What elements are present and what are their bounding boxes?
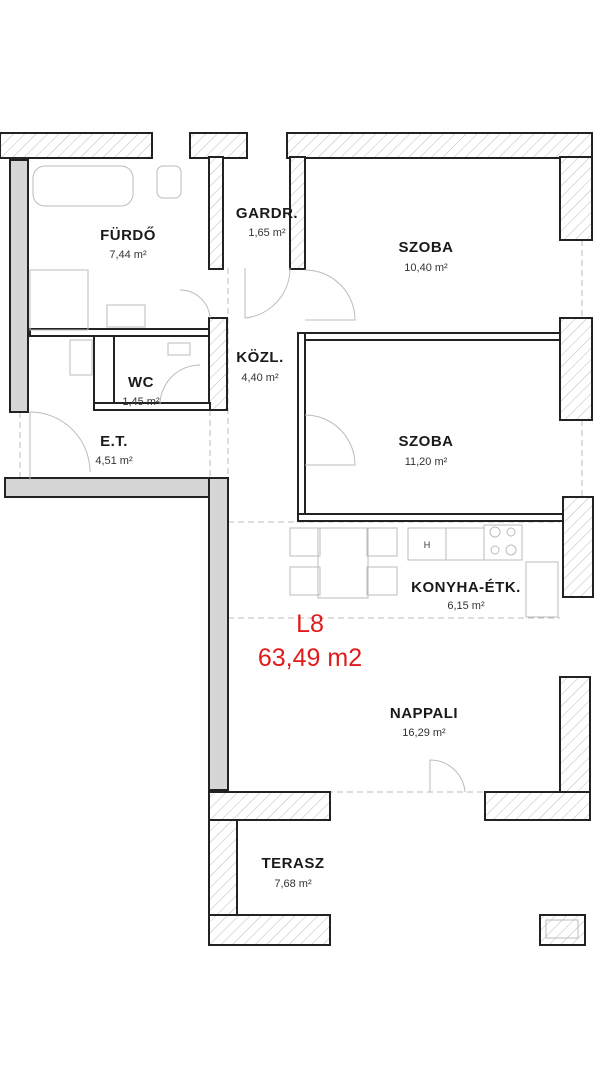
room-area: 6,15 m² xyxy=(447,600,485,612)
plant-box xyxy=(545,919,579,939)
room-area: 11,20 m² xyxy=(405,456,448,468)
room-area: 1,45 m² xyxy=(122,396,160,408)
wc-door-swing xyxy=(159,364,201,406)
door-swing xyxy=(304,414,356,466)
total-area: 63,49 m2 xyxy=(258,644,362,672)
room-labels: FÜRDŐ 7,44 m² GARDR. 1,65 m² SZOBA 10,40… xyxy=(95,205,520,890)
room-area: 7,68 m² xyxy=(274,878,312,890)
wc-sink xyxy=(167,342,191,356)
chair xyxy=(366,527,398,557)
unit-label: L8 xyxy=(296,610,324,638)
balcony-door-swing xyxy=(429,759,466,793)
entrance-door-swing xyxy=(29,411,91,480)
room-name: NAPPALI xyxy=(390,705,458,722)
toilet xyxy=(156,165,182,199)
door-swing xyxy=(244,267,291,319)
chair xyxy=(366,566,398,596)
washing-machine-space xyxy=(29,269,89,331)
room-name: SZOBA xyxy=(399,433,454,450)
room-name: SZOBA xyxy=(399,239,454,256)
room-area: 4,51 m² xyxy=(95,455,133,467)
wc-toilet xyxy=(69,339,93,376)
room-area: 10,40 m² xyxy=(404,262,448,274)
stove xyxy=(483,524,523,561)
bathtub xyxy=(32,165,134,207)
chair xyxy=(289,527,321,557)
room-name: GARDR. xyxy=(236,205,298,222)
room-name: FÜRDŐ xyxy=(100,226,156,244)
room-area: 7,44 m² xyxy=(109,249,147,261)
counter xyxy=(445,527,485,561)
room-area: 16,29 m² xyxy=(402,727,446,739)
door-swing xyxy=(179,289,211,319)
room-name: KÖZL. xyxy=(236,349,284,366)
fridge-label: H xyxy=(424,540,431,550)
sink xyxy=(106,304,146,328)
door-swing xyxy=(304,269,356,321)
room-area: 1,65 m² xyxy=(248,227,286,239)
chair xyxy=(289,566,321,596)
room-name: E.T. xyxy=(100,433,128,450)
room-area: 4,40 m² xyxy=(241,372,279,384)
kitchen-sink xyxy=(525,561,559,618)
walls xyxy=(0,132,594,946)
room-name: KONYHA-ÉTK. xyxy=(411,579,521,596)
fixtures: H xyxy=(29,165,579,939)
room-name: TERASZ xyxy=(262,855,325,872)
dining-table xyxy=(317,527,369,599)
room-name: WC xyxy=(128,374,154,391)
